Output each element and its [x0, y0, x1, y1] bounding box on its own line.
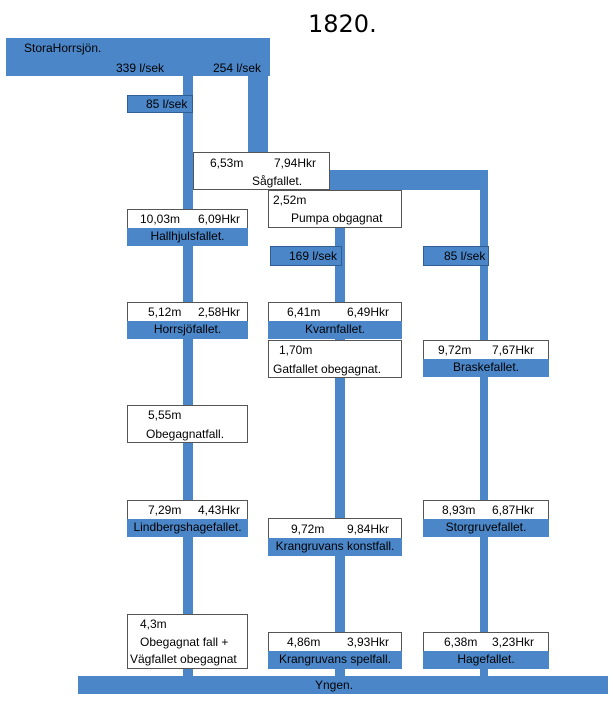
- fall-power: 4,43Hkr: [198, 503, 241, 517]
- diagram-title: 1820.: [308, 10, 377, 38]
- fall-name: Krangruvans konstfall.: [268, 538, 402, 556]
- fall-height: 5,55m: [148, 408, 182, 422]
- fall-name: Krangruvans spelfall.: [268, 651, 402, 669]
- fall-box: 6,38m 3,23Hkr Hagefallet.: [423, 632, 549, 669]
- fall-name: Horrsjöfallet.: [127, 321, 248, 339]
- sagfallet-power: 7,94Hkr: [274, 156, 317, 170]
- right-branch-flow: 85 l/sek: [423, 246, 489, 266]
- fall-power: 3,23Hkr: [492, 635, 535, 649]
- fall-power: 6,87Hkr: [492, 503, 535, 517]
- fall-box: 9,72m 9,84Hkr Krangruvans konstfall.: [268, 518, 402, 556]
- fall-box: 1,70m Gatfallet obegagnat.: [268, 340, 402, 378]
- source-lake: [6, 38, 270, 76]
- pumpa-height: 2,52m: [273, 193, 307, 207]
- fall-box: 10,03m 6,09Hkr Hallhjulsfallet.: [127, 209, 248, 246]
- fall-height: 7,29m: [148, 503, 182, 517]
- fall-name-line1: Obegagnat fall +: [140, 635, 229, 649]
- pumpa-box: 2,52m Pumpa obgagnat: [268, 190, 402, 228]
- fall-box: 5,12m 2,58Hkr Horrsjöfallet.: [127, 302, 248, 339]
- fall-name: Storgruvefallet.: [423, 519, 549, 537]
- fall-height: 6,41m: [287, 305, 321, 319]
- sink-label: Yngen.: [315, 678, 354, 692]
- fall-height: 9,72m: [291, 522, 325, 536]
- right-branch-flow-text: 85 l/sek: [444, 249, 486, 263]
- right-channel: [480, 190, 488, 686]
- fall-height: 9,72m: [438, 343, 472, 357]
- left-channel: [183, 76, 193, 686]
- fall-power: 7,67Hkr: [492, 343, 535, 357]
- left-branch-flow: 85 l/sek: [127, 95, 193, 113]
- main-outflow-label: 339 l/sek: [116, 61, 165, 75]
- fall-box: 4,86m 3,93Hkr Krangruvans spelfall.: [268, 632, 402, 669]
- fall-name: Hagefallet.: [423, 651, 549, 669]
- fall-box: 8,93m 6,87Hkr Storgruvefallet.: [423, 500, 549, 537]
- fall-height: 8,93m: [442, 503, 476, 517]
- fall-box: 5,55m Obegagnatfall.: [127, 405, 248, 443]
- fall-box: 7,29m 4,43Hkr Lindbergshagefallet.: [127, 500, 248, 537]
- fall-power: 9,84Hkr: [347, 522, 390, 536]
- fall-name: Obegagnatfall.: [146, 427, 225, 441]
- fall-power: 3,93Hkr: [347, 635, 390, 649]
- fall-box: 9,72m 7,67Hkr Braskefallet.: [423, 340, 549, 377]
- sink-lake: [78, 676, 608, 694]
- sagfallet-name: Sågfallet.: [252, 174, 303, 188]
- fall-name: Kvarnfallet.: [268, 321, 402, 339]
- fall-height: 10,03m: [140, 212, 181, 226]
- fall-power: 6,49Hkr: [347, 305, 390, 319]
- fall-height: 5,12m: [148, 305, 182, 319]
- fall-name: Lindbergshagefallet.: [127, 519, 248, 537]
- fall-name-line2: Vägfallet obegagnat: [130, 652, 237, 666]
- sagfallet-height: 6,53m: [210, 156, 244, 170]
- right-outflow-label: 254 l/sek: [213, 61, 262, 75]
- fall-name: Hallhjulsfallet.: [127, 228, 248, 246]
- fall-box: 6,41m 6,49Hkr Kvarnfallet.: [268, 302, 402, 339]
- fall-box: 4,3m Obegagnat fall + Vägfallet obegagna…: [127, 614, 248, 669]
- right-outflow-channel: [248, 76, 268, 156]
- fall-height: 6,38m: [444, 635, 478, 649]
- fall-power: 6,09Hkr: [198, 212, 241, 226]
- middle-branch-flow-text: 169 l/sek: [289, 249, 338, 263]
- left-branch-flow-text: 85 l/sek: [146, 97, 188, 111]
- fall-name: Gatfallet obegagnat.: [273, 362, 382, 376]
- fall-name: Braskefallet.: [423, 359, 549, 377]
- middle-branch-flow: 169 l/sek: [270, 246, 342, 266]
- fall-height: 1,70m: [279, 343, 313, 357]
- fall-power: 2,58Hkr: [198, 305, 241, 319]
- middle-channel: [335, 190, 345, 686]
- fall-height: 4,3m: [140, 617, 167, 631]
- source-label: StoraHorrsjön.: [24, 41, 102, 55]
- sagfallet-box: 6,53m 7,94Hkr Sågfallet.: [193, 152, 330, 190]
- fall-height: 4,86m: [287, 635, 321, 649]
- pumpa-name: Pumpa obgagnat: [291, 211, 383, 225]
